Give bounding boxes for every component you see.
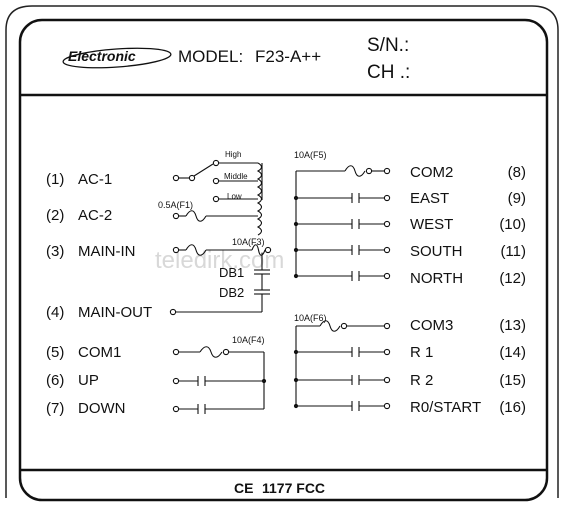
tap-label-middle: Middle <box>224 172 248 181</box>
terminal-node <box>172 348 180 356</box>
fuse-symbol <box>199 346 223 358</box>
terminal-number: (2) <box>46 207 64 224</box>
terminal-name: R 1 <box>410 344 433 361</box>
terminal-node <box>222 348 230 356</box>
terminal-number: (16) <box>499 399 526 416</box>
terminal-node <box>383 194 391 202</box>
terminal-node <box>169 308 177 316</box>
model-value: F23-A++ <box>255 47 321 66</box>
terminal-node <box>264 246 272 254</box>
terminal-number: (12) <box>499 270 526 287</box>
terminal-name: R 2 <box>410 372 433 389</box>
terminal-node <box>383 220 391 228</box>
terminal-node <box>172 212 180 220</box>
terminal-node <box>172 246 180 254</box>
fuse-symbol <box>185 210 207 222</box>
terminal-number: (13) <box>499 317 526 334</box>
serial-number-label: S/N.: <box>367 35 409 56</box>
diode-label-db2: DB2 <box>219 285 244 300</box>
terminal-name: AC-2 <box>78 207 112 224</box>
tap-label-low: Low <box>227 192 242 201</box>
terminal-number: (4) <box>46 304 64 321</box>
tap-label-high: High <box>225 150 241 159</box>
brand-logo: Electronic <box>68 48 136 64</box>
terminal-node <box>172 377 180 385</box>
terminal-node <box>383 376 391 384</box>
terminal-node <box>383 272 391 280</box>
terminal-name: AC-1 <box>78 171 112 188</box>
terminal-number: (7) <box>46 400 64 417</box>
terminal-name: MAIN-IN <box>78 243 136 260</box>
fuse-label-f1: 0.5A(F1) <box>158 200 193 210</box>
terminal-number: (11) <box>500 243 526 260</box>
terminal-name: UP <box>78 372 99 389</box>
channel-label: CH .: <box>367 62 410 83</box>
terminal-name: COM3 <box>410 317 453 334</box>
terminal-number: (15) <box>499 372 526 389</box>
footer-certification: 1177 FCC <box>262 480 325 496</box>
fuse-symbol <box>344 165 366 177</box>
terminal-name: COM1 <box>78 344 121 361</box>
fuse-symbol <box>251 244 266 256</box>
terminal-name: SOUTH <box>410 243 463 260</box>
brand-logo-swoosh <box>62 47 172 69</box>
terminal-name: COM2 <box>410 164 453 181</box>
tap-node <box>212 177 220 185</box>
terminal-name: DOWN <box>78 400 126 417</box>
terminal-node <box>172 174 180 182</box>
terminal-name: R0/START <box>410 399 481 416</box>
left-terminal-labels: (1) AC-1 (2) AC-2 (3) MAIN-IN (4) MAIN-O… <box>46 171 152 417</box>
transformer-coil <box>256 162 263 236</box>
terminal-name: EAST <box>410 190 449 207</box>
terminal-number: (1) <box>46 171 64 188</box>
fuse-symbol <box>319 320 341 332</box>
terminal-node <box>188 174 196 182</box>
ce-mark: CE <box>234 480 253 496</box>
terminal-name: WEST <box>410 216 453 233</box>
terminal-number: (3) <box>46 243 64 260</box>
tap-node <box>212 159 220 167</box>
terminal-node <box>383 167 391 175</box>
terminal-node <box>340 322 348 330</box>
terminal-node <box>383 402 391 410</box>
fuse-label-f5: 10A(F5) <box>294 150 327 160</box>
terminal-node <box>383 246 391 254</box>
wire <box>193 163 214 177</box>
tap-node <box>212 195 220 203</box>
diode-label-db1: DB1 <box>219 265 244 280</box>
terminal-name: NORTH <box>410 270 463 287</box>
fuse-label-f3: 10A(F3) <box>232 237 265 247</box>
terminal-name: MAIN-OUT <box>78 304 152 321</box>
terminal-node <box>365 167 373 175</box>
model-label: MODEL: <box>178 47 243 66</box>
terminal-node <box>383 322 391 330</box>
terminal-node <box>383 348 391 356</box>
right-terminal-labels: COM2 (8) EAST (9) WEST (10) SOUTH (11) N… <box>410 164 526 416</box>
terminal-node <box>172 405 180 413</box>
outer-frame <box>5 5 559 498</box>
terminal-number: (14) <box>499 344 526 361</box>
terminal-number: (5) <box>46 344 64 361</box>
terminal-number: (8) <box>508 164 526 181</box>
inner-frame <box>18 18 549 502</box>
circuit-lines <box>169 159 391 414</box>
terminal-number: (9) <box>508 190 526 207</box>
terminal-number: (10) <box>499 216 526 233</box>
fuse-symbol <box>185 244 207 256</box>
terminal-number: (6) <box>46 372 64 389</box>
fuse-label-f4: 10A(F4) <box>232 335 265 345</box>
fuse-label-f6: 10A(F6) <box>294 313 327 323</box>
